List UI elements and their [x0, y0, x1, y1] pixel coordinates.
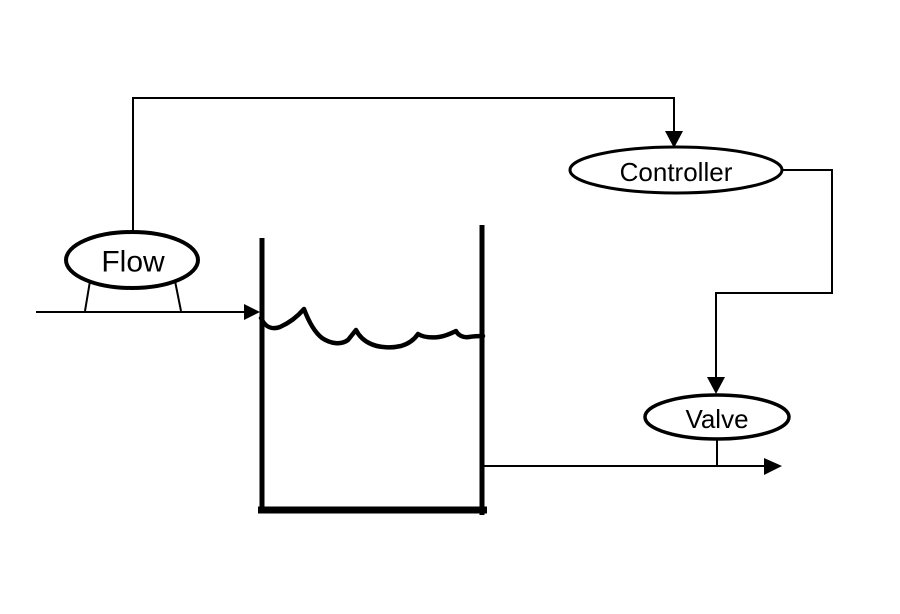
controller-label: Controller: [620, 157, 733, 187]
valve-label: Valve: [685, 404, 748, 434]
flow-label: Flow: [101, 246, 165, 279]
flow-sensor-left-leg: [84, 280, 91, 312]
liquid-level-wave: [258, 306, 486, 350]
valve-arrowhead-icon: [707, 377, 725, 394]
controller-arrowhead-icon: [665, 131, 683, 148]
valve-node: Valve: [643, 393, 791, 441]
outlet-arrowhead-icon: [764, 458, 782, 475]
inlet-arrowhead-icon: [244, 304, 260, 320]
flow-to-controller-edge: [132, 97, 683, 232]
flow-sensor-right-leg: [174, 280, 182, 312]
controller-ellipse: [568, 145, 784, 195]
controller-valve-line: [715, 169, 833, 379]
feedback-line: [132, 97, 675, 232]
controller-to-valve-edge: [707, 169, 833, 394]
tank: [258, 225, 487, 515]
flow-ellipse: [64, 230, 200, 290]
tank-outlet-edge: [484, 439, 782, 475]
valve-ellipse: [643, 393, 791, 441]
inlet-flow-edge: [36, 304, 260, 320]
flow-sensor-node: Flow: [64, 230, 200, 312]
controller-node: Controller: [568, 145, 784, 195]
